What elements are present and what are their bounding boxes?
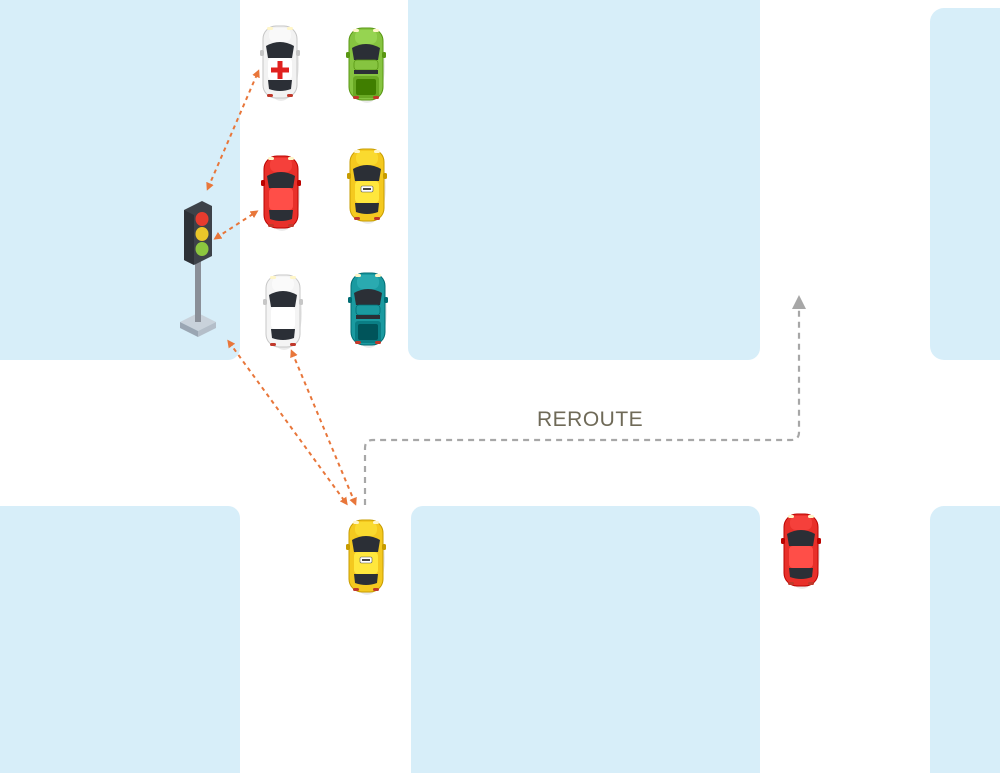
block-bottom-right <box>930 506 1000 773</box>
white-car <box>263 274 303 350</box>
link-light-ambulance <box>206 69 260 191</box>
block-bottom-left <box>0 506 240 773</box>
yellow-taxi-rerouting <box>346 519 386 595</box>
block-top-right <box>930 8 1000 360</box>
teal-pickup <box>348 272 388 348</box>
vehicles <box>260 25 821 595</box>
reroute-path <box>363 295 806 505</box>
traffic-light <box>180 201 216 337</box>
traffic-light-yellow <box>195 227 209 241</box>
green-pickup <box>346 27 386 103</box>
yellow-taxi-lane2 <box>347 148 387 224</box>
reroute-label: REROUTE <box>537 408 643 431</box>
traffic-light-green <box>195 242 209 256</box>
link-light-taxi <box>227 339 348 506</box>
block-top-center <box>408 0 760 360</box>
block-top-left <box>0 0 240 360</box>
red-car-right <box>781 513 821 589</box>
block-bottom-center <box>411 506 760 773</box>
traffic-light-pole <box>195 258 201 322</box>
ambulance-car <box>260 25 300 101</box>
traffic-light-red <box>195 212 209 226</box>
link-white-car-taxi <box>290 349 357 506</box>
v2x-links <box>206 69 357 506</box>
red-car-lane1 <box>261 155 301 231</box>
